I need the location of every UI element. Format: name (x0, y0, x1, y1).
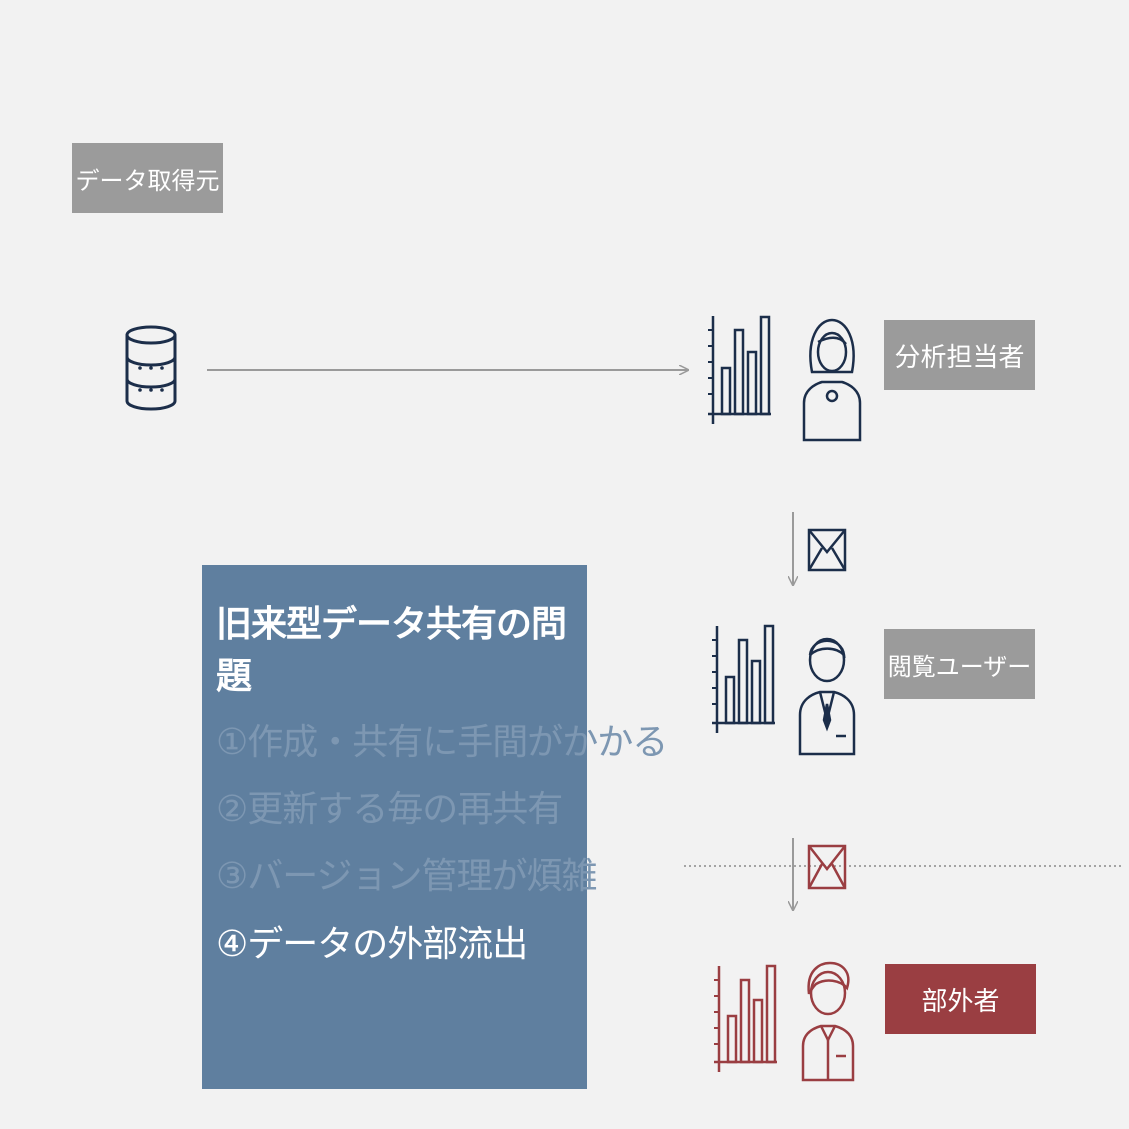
data-source-label: データ取得元 (72, 143, 223, 213)
problem-item-3: ③バージョン管理が煩雑 (216, 856, 598, 897)
analyst-label: 分析担当者 (884, 320, 1035, 390)
mail-icon (807, 528, 847, 572)
bar-chart-icon (708, 315, 771, 424)
problem-item-2: ②更新する毎の再共有 (216, 789, 563, 830)
bar-chart-icon (714, 964, 777, 1072)
person-female-icon (802, 318, 862, 442)
problem-title: 旧来型データ共有の問題 (216, 604, 567, 697)
bar-chart-icon (712, 624, 775, 733)
mail-icon (807, 844, 847, 890)
person-male-icon (801, 961, 855, 1082)
person-business-icon (798, 637, 856, 756)
viewer-user-label: 閲覧ユーザー (884, 629, 1035, 699)
database-icon (125, 325, 177, 411)
problem-item-1: ①作成・共有に手間がかかる (216, 722, 668, 763)
problem-box: 旧来型データ共有の問題 ①作成・共有に手間がかかる ②更新する毎の再共有 ③バー… (202, 565, 668, 1089)
outsider-label: 部外者 (885, 964, 1036, 1034)
problem-item-4: ④データの外部流出 (216, 924, 528, 965)
